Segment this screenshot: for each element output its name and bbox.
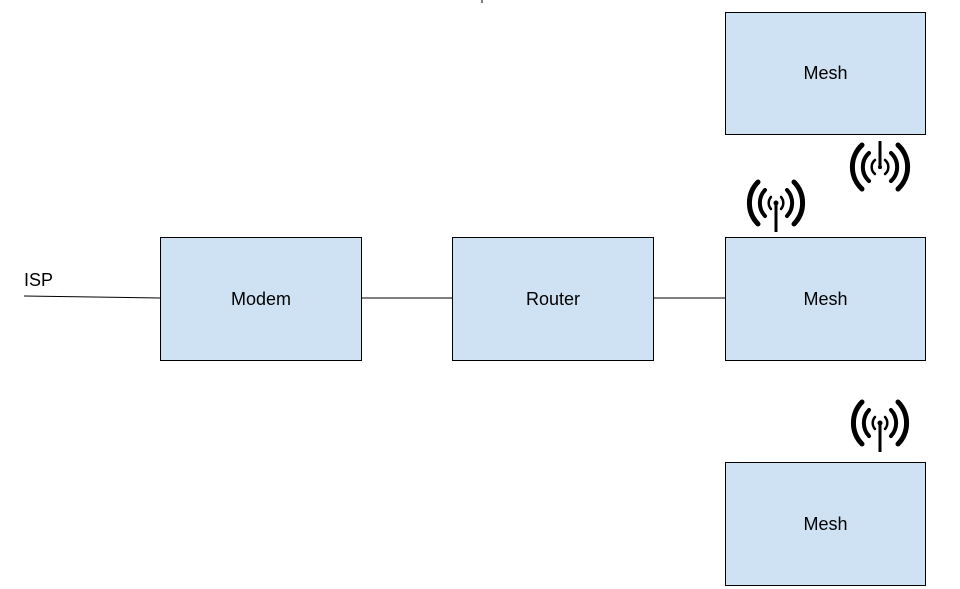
router-label: Router	[525, 288, 581, 309]
wireless-antenna-icon	[849, 141, 911, 192]
isp-label: ISP	[24, 270, 54, 290]
isp-to-modem-line	[23, 295, 161, 299]
modem-node[interactable]: Modem	[160, 237, 362, 361]
mesh-node-top[interactable]: Mesh	[725, 12, 926, 135]
mesh-node-middle[interactable]: Mesh	[725, 237, 926, 361]
mesh-middle-label: Mesh	[803, 288, 848, 309]
mesh-top-label: Mesh	[803, 63, 848, 83]
mesh-node-bottom[interactable]: Mesh	[725, 462, 926, 586]
modem-label: Modem	[230, 288, 292, 309]
router-node[interactable]: Router	[452, 237, 654, 361]
wireless-antenna-icon	[746, 179, 806, 232]
mesh-bottom-label: Mesh	[803, 513, 848, 534]
wireless-antenna-icon	[850, 399, 910, 452]
